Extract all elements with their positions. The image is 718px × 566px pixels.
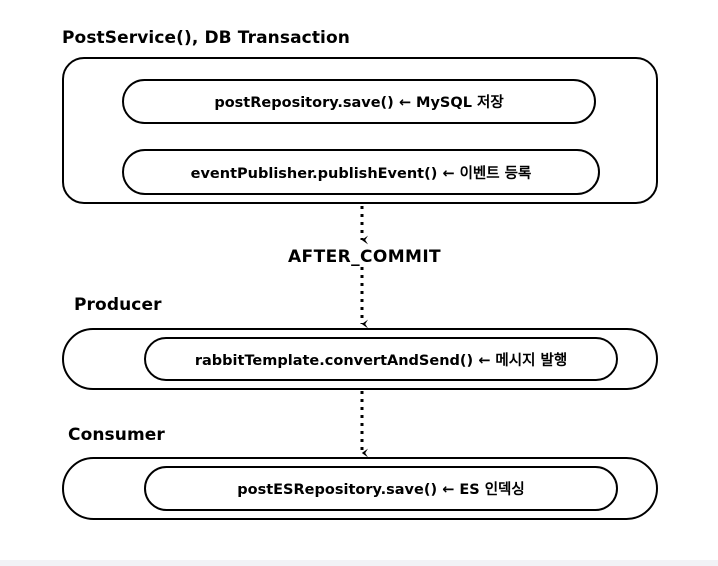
section-title-consumer: Consumer <box>68 425 165 445</box>
step-post-es-repository-save[interactable]: postESRepository.save() ← ES 인덱싱 <box>144 466 618 511</box>
bottom-edge-strip <box>0 560 718 566</box>
section-title-producer: Producer <box>74 295 162 315</box>
step-rabbit-template-convert-and-send[interactable]: rabbitTemplate.convertAndSend() ← 메시지 발행 <box>144 337 618 381</box>
section-title-transaction: PostService(), DB Transaction <box>62 28 350 48</box>
connector-label-after-commit: AFTER_COMMIT <box>284 249 446 266</box>
step-post-repository-save[interactable]: postRepository.save() ← MySQL 저장 <box>122 79 596 124</box>
step-event-publisher-publish-event[interactable]: eventPublisher.publishEvent() ← 이벤트 등록 <box>122 149 600 195</box>
